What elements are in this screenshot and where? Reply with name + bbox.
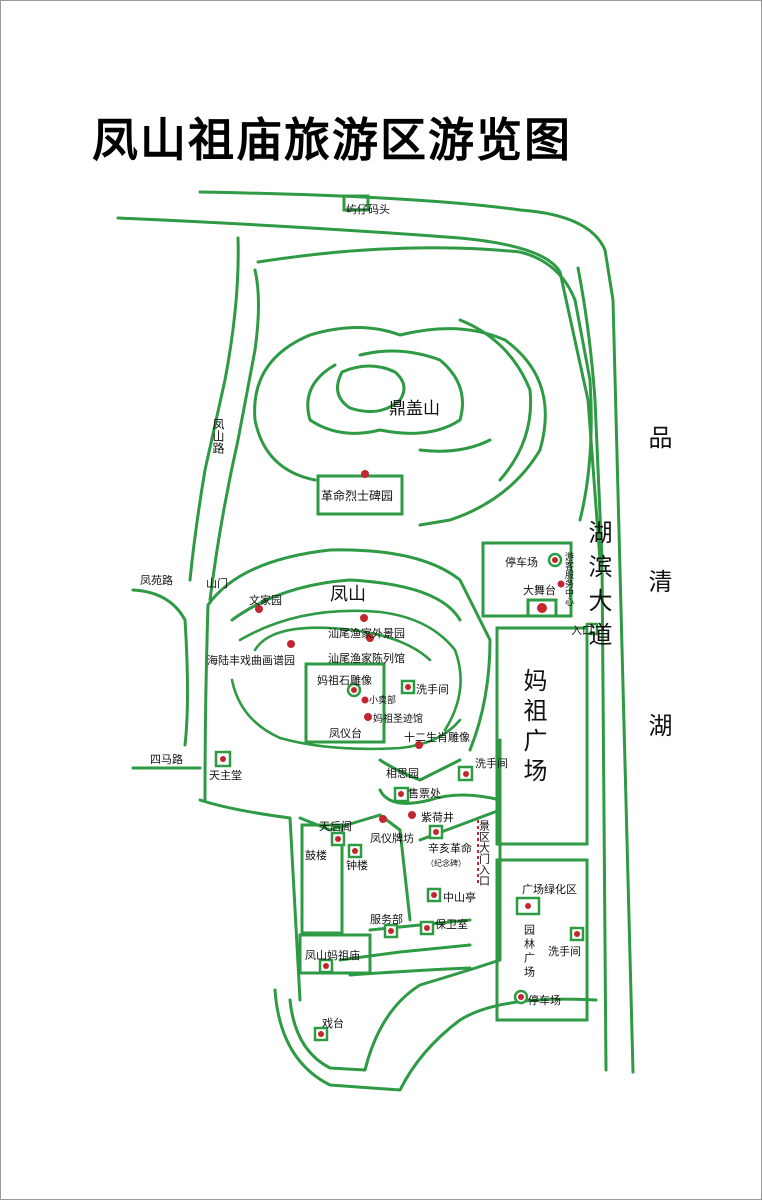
- pier-box: [342, 194, 370, 212]
- poi-markers: [214, 470, 599, 1042]
- contour-outer-left: [253, 333, 317, 482]
- poi-shop: [361, 696, 369, 704]
- map-title: 凤山祖庙旅游区游览图: [92, 113, 572, 167]
- contour-inner: [336, 364, 406, 414]
- label-parking-b: 停车场: [528, 993, 561, 1007]
- poi-archway: [379, 815, 387, 823]
- label-scenic-gate: 景区大门入口: [478, 820, 491, 886]
- fengyi-terrace-box: [304, 662, 386, 744]
- contour-low: [418, 438, 492, 453]
- poi-wenjiayuan: [255, 605, 263, 613]
- fengshan-terrace-1: [238, 609, 462, 732]
- label-fengshan: 凤山: [330, 584, 366, 605]
- label-bell-tower: 钟楼: [346, 858, 368, 872]
- label-relics-hall: 妈祖圣迹馆: [373, 712, 423, 725]
- contour-outer: [308, 326, 547, 527]
- label-mazu-statue: 妈祖石雕像: [317, 673, 372, 687]
- poi-relics-hall: [364, 713, 372, 721]
- west-road-inner: [203, 603, 210, 802]
- fengyuan-road: [131, 588, 189, 747]
- dinggai-mountain-contours: [253, 318, 547, 527]
- label-xiangsi: 相思园: [386, 767, 419, 780]
- label-shanmen: 山门: [206, 576, 228, 590]
- fengshan-ring-outer: [206, 548, 492, 752]
- poi-fishing-museum: [366, 634, 374, 642]
- west-park-road: [198, 798, 302, 1002]
- label-washroom-b: 洗手间: [475, 756, 508, 770]
- label-dinggai: 鼎盖山: [389, 399, 440, 419]
- label-archway: 凤仪牌坊: [370, 831, 414, 845]
- label-zodiac: 十二生肖雕像: [404, 730, 470, 744]
- label-pier: 屿仔码头: [346, 203, 390, 216]
- label-martyrs: 革命烈士碑园: [321, 488, 393, 503]
- poi-zodiac: [415, 741, 423, 749]
- label-xinhai-1: 辛亥革命: [428, 841, 472, 855]
- label-fishing-museum: 汕尾渔家陈列馆: [328, 651, 405, 665]
- poi-visitor-center: [557, 580, 565, 588]
- mazu-temple-box: [298, 933, 372, 975]
- label-garden-square: 园林广场: [523, 924, 536, 980]
- label-big-stage: 大舞台: [523, 583, 556, 597]
- poi-opera-park: [287, 640, 295, 648]
- map-labels: 屿仔码头 鼎盖山 革命烈士碑园 凤山路 凤苑路 山门 凤山 文家园 汕尾渔家外景…: [140, 203, 672, 1030]
- path-ticket: [378, 758, 462, 782]
- label-pinqing-lake: 品清湖: [644, 425, 672, 857]
- fengshan-ring-inner: [230, 578, 462, 622]
- fengshan-terrace-3: [253, 626, 432, 662]
- drum-tower-area: [300, 823, 344, 935]
- label-mazu-temple: 凤山妈祖庙: [305, 948, 360, 962]
- label-mazu-square: 妈祖广场: [519, 668, 547, 788]
- poi-zicai-well: [408, 811, 416, 819]
- label-tianzhu: 天主堂: [209, 769, 242, 782]
- label-sima-road: 四马路: [150, 753, 183, 766]
- fengshan-road-right: [208, 268, 260, 602]
- path-inner: [338, 943, 472, 962]
- label-tianhou: 天后阁: [319, 819, 352, 833]
- contour-right: [458, 318, 533, 482]
- poi-entrance: [585, 622, 599, 636]
- label-wenjiayuan: 文家园: [249, 593, 282, 607]
- poi-martyrs: [361, 470, 369, 478]
- south-loop-inner: [288, 958, 502, 1072]
- label-zhongshan: 中山亭: [443, 890, 476, 904]
- label-square-green: 广场绿化区: [522, 882, 577, 896]
- label-drum-tower: 鼓楼: [305, 848, 327, 862]
- label-hubin-avenue: 湖滨大道: [584, 520, 612, 656]
- label-service: 服务部: [370, 912, 403, 926]
- label-xinhai-2: （纪念碑）: [426, 858, 466, 868]
- label-fengshan-road: 凤山路: [211, 418, 225, 455]
- label-washroom-c: 洗手间: [548, 944, 581, 958]
- contour-mid: [306, 349, 464, 435]
- label-fengyi-terrace: 凤仪台: [329, 726, 362, 740]
- road-network: [116, 190, 635, 1092]
- inner-loop-road: [256, 246, 593, 522]
- label-visitor-center: 游客服务中心: [563, 551, 574, 606]
- label-security: 保卫室: [435, 917, 468, 931]
- label-shop: 小卖部: [369, 694, 396, 706]
- label-parking-a: 停车场: [505, 555, 538, 569]
- north-road-inner: [116, 216, 602, 562]
- fengshan-terrace-2: [230, 678, 462, 751]
- label-entrance: 入口: [571, 624, 593, 637]
- martyrs-park-box: [316, 474, 404, 516]
- label-fishing-outer: 汕尾渔家外景园: [328, 626, 405, 640]
- poi-fishing-outer: [360, 614, 368, 622]
- label-zicai-well: 紫荷井: [421, 810, 454, 824]
- poi-big-stage: [537, 603, 547, 613]
- mazu-square-box: [495, 626, 589, 846]
- path-archway: [378, 788, 502, 805]
- label-opera-park: 海陆丰戏曲画谱园: [207, 653, 295, 667]
- label-opera-stage: 戏台: [322, 1016, 344, 1030]
- big-stage-box: [526, 598, 558, 618]
- label-washroom-a: 洗手间: [416, 682, 449, 696]
- garden-square-box: [495, 858, 589, 1022]
- label-fengyuan-road: 凤苑路: [140, 574, 173, 587]
- label-ticket: 售票处: [408, 786, 441, 800]
- north-road-outer: [198, 190, 635, 1074]
- fengshan-road-left: [188, 236, 240, 582]
- hubin-avenue-line: [576, 266, 608, 1072]
